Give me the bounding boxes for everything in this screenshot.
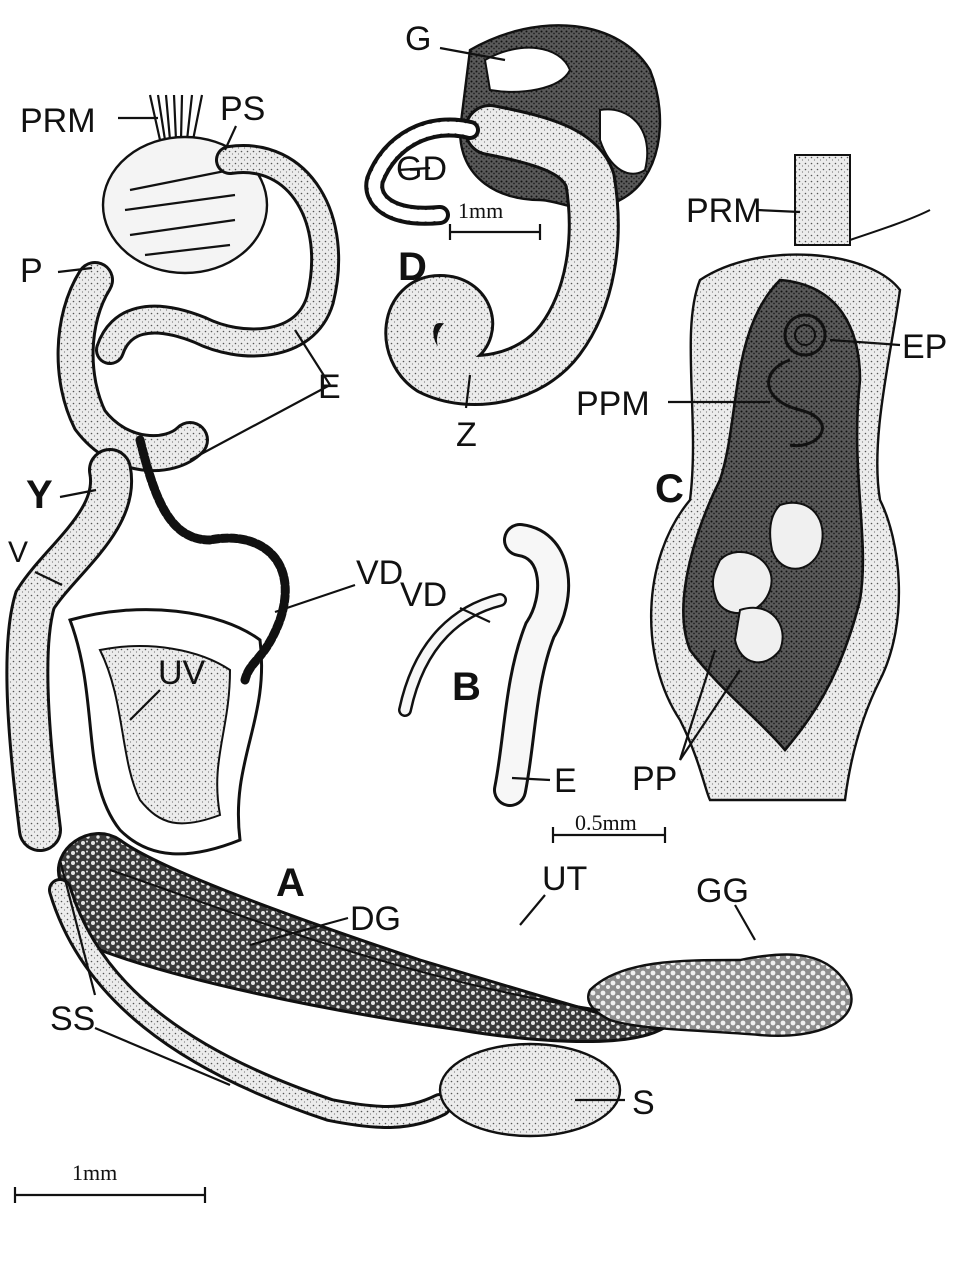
panel-label-c: C xyxy=(655,467,684,511)
label-pp: PP xyxy=(632,760,677,798)
label-ps: PS xyxy=(220,90,265,128)
panel-label-b: B xyxy=(452,665,481,709)
label-gg: GG xyxy=(696,872,749,910)
scale-label-a: 1mm xyxy=(72,1160,117,1185)
label-ut: UT xyxy=(542,860,587,898)
label-prm-a: PRM xyxy=(20,102,96,140)
panel-d-drawing xyxy=(374,25,660,380)
label-uv: UV xyxy=(158,654,206,692)
label-ep: EP xyxy=(902,328,947,366)
label-prm-c: PRM xyxy=(686,192,762,230)
label-vd-a: VD xyxy=(356,554,403,592)
label-ss: SS xyxy=(50,1000,95,1038)
label-vd-b: VD xyxy=(400,576,447,614)
panel-label-a: A xyxy=(276,861,305,905)
label-y: Y xyxy=(26,473,53,517)
label-s: S xyxy=(632,1084,655,1122)
panel-c-drawing xyxy=(651,155,930,800)
panel-label-d: D xyxy=(398,245,427,289)
label-p: P xyxy=(20,252,43,290)
label-v: V xyxy=(8,536,28,569)
label-e-a: E xyxy=(318,368,341,406)
scale-label-d: 1mm xyxy=(458,198,503,223)
label-gd: GD xyxy=(396,150,447,188)
label-ppm: PPM xyxy=(576,385,650,423)
label-dg: DG xyxy=(350,900,401,938)
scale-label-c: 0.5mm xyxy=(575,810,637,835)
label-g: G xyxy=(405,20,431,58)
label-e-b: E xyxy=(554,762,577,800)
label-z: Z xyxy=(456,416,477,454)
